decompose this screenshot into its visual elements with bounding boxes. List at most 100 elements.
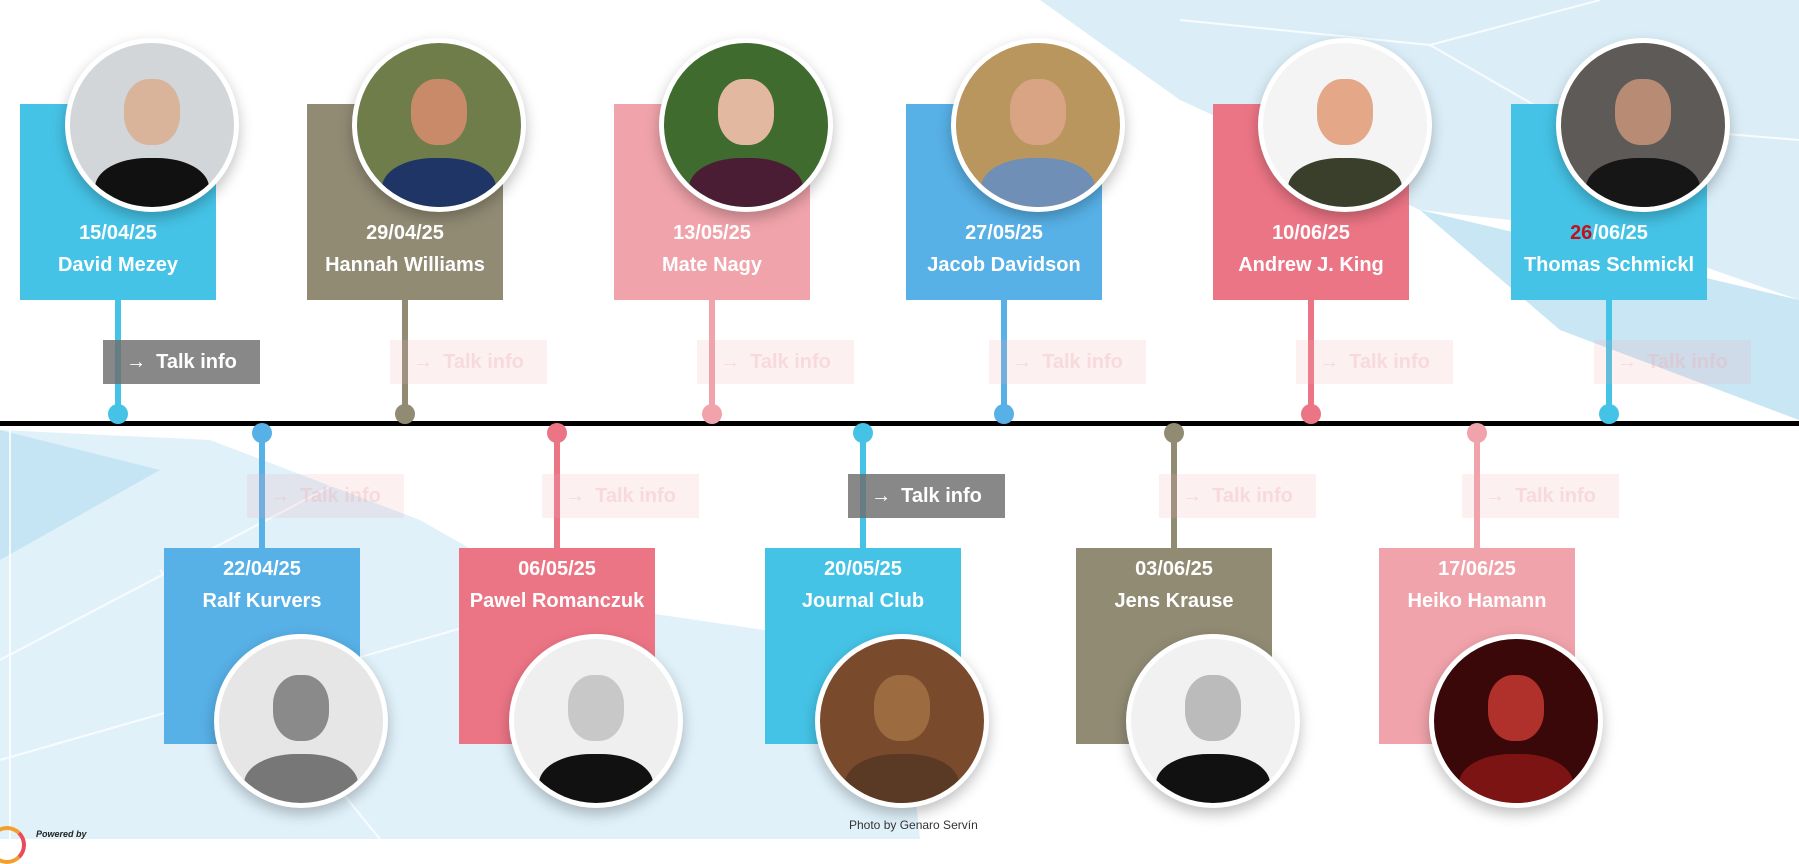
speaker-name: Ralf Kurvers [202, 590, 322, 612]
event-date: 03/06/25 [1135, 558, 1213, 580]
talk-info-label: Talk info [750, 351, 831, 373]
photo-head [1488, 675, 1544, 741]
photo-body [381, 157, 497, 207]
event-dot[interactable] [702, 404, 722, 424]
talk-info-button[interactable]: → Talk info [542, 474, 699, 518]
photo-head [124, 79, 180, 145]
event-date: 22/04/25 [223, 558, 301, 580]
speaker-name: Mate Nagy [661, 254, 763, 276]
event-date: 27/05/25 [965, 222, 1043, 244]
speaker-photo [352, 38, 526, 212]
event-dot[interactable] [547, 423, 567, 443]
talk-info-button[interactable]: → Talk info [103, 340, 260, 384]
talk-info-label: Talk info [1647, 351, 1728, 373]
arrow-right-icon: → [126, 351, 147, 373]
arrow-right-icon: → [413, 351, 434, 373]
speaker-photo [659, 38, 833, 212]
talk-info-label: Talk info [1349, 351, 1430, 373]
talk-info-label: Talk info [1515, 485, 1596, 507]
talk-info-button[interactable]: → Talk info [989, 340, 1146, 384]
event-date: 13/05/25 [673, 222, 751, 244]
arrow-right-icon: → [871, 485, 892, 507]
speaker-name: Jens Krause [1114, 590, 1234, 612]
talk-info-label: Talk info [156, 351, 237, 373]
speaker-photo [1429, 634, 1603, 808]
event-dot[interactable] [395, 404, 415, 424]
speaker-name: Andrew J. King [1238, 254, 1384, 276]
talk-info-label: Talk info [595, 485, 676, 507]
date-highlight: 26 [1570, 222, 1593, 244]
talk-info-button[interactable]: →Talk info [390, 340, 547, 384]
event-date: 15/04/25 [79, 222, 157, 244]
photo-head [568, 675, 624, 741]
speaker-photo [509, 634, 683, 808]
speaker-photo [951, 38, 1125, 212]
talk-info-button[interactable]: → Talk info [1462, 474, 1619, 518]
photo-body [980, 157, 1096, 207]
event-dot[interactable] [1301, 404, 1321, 424]
speaker-name: Hannah Williams [325, 254, 485, 276]
event-dot[interactable] [1164, 423, 1184, 443]
event-date: 06/05/25 [518, 558, 596, 580]
powered-by-label: Powered by [36, 829, 87, 839]
arrow-right-icon: → [270, 485, 291, 507]
arrow-right-icon: → [565, 485, 586, 507]
arrow-right-icon: → [720, 351, 741, 373]
speaker-name: David Mezey [57, 254, 179, 276]
event-date: 20/05/25 [824, 558, 902, 580]
event-dot[interactable] [252, 423, 272, 443]
event-stem [1474, 434, 1480, 548]
event-stem [554, 434, 560, 548]
speaker-name: Jacob Davidson [927, 254, 1081, 276]
talk-info-button[interactable]: → Talk info [247, 474, 404, 518]
event-dot[interactable] [994, 404, 1014, 424]
event-dot[interactable] [1599, 404, 1619, 424]
talk-info-button[interactable]: → Talk info [1159, 474, 1316, 518]
event-date: 29/04/25 [366, 222, 444, 244]
speaker-photo [1126, 634, 1300, 808]
photo-head [718, 79, 774, 145]
talk-info-button[interactable]: → Talk info [697, 340, 854, 384]
event-stem [1308, 300, 1314, 414]
talk-info-button[interactable]: → Talk info [1296, 340, 1453, 384]
event-stem [402, 300, 408, 414]
speaker-name: Journal Club [801, 590, 925, 612]
timeline-axis [0, 421, 1799, 426]
event-stem [1606, 300, 1612, 414]
photo-head [273, 675, 329, 741]
talk-info-button[interactable]: → Talk info [1594, 340, 1751, 384]
event-dot[interactable] [1467, 423, 1487, 443]
arrow-right-icon: → [1012, 351, 1033, 373]
event-stem [709, 300, 715, 414]
arrow-right-icon: → [1319, 351, 1340, 373]
photo-head [411, 79, 467, 145]
photo-body [1155, 753, 1271, 803]
photo-body [538, 753, 654, 803]
arrow-right-icon: → [1485, 485, 1506, 507]
photo-head [1615, 79, 1671, 145]
event-date: 17/06/25 [1438, 558, 1516, 580]
photo-credit: Photo by Genaro Servín [849, 818, 978, 832]
event-dot[interactable] [853, 423, 873, 443]
photo-body [844, 753, 960, 803]
speaker-photo [1258, 38, 1432, 212]
speaker-name: Pawel Romanczuk [469, 590, 645, 612]
talk-info-label: Talk info [1042, 351, 1123, 373]
speaker-photo [65, 38, 239, 212]
speaker-photo [1556, 38, 1730, 212]
arrow-right-icon: → [1182, 485, 1203, 507]
talk-info-label: Talk info [1212, 485, 1293, 507]
arrow-right-icon: → [1617, 351, 1638, 373]
event-date: 26/06/25 [1511, 222, 1707, 245]
event-dot[interactable] [108, 404, 128, 424]
talk-info-button[interactable]: → Talk info [848, 474, 1005, 518]
event-stem [1171, 434, 1177, 548]
photo-body [94, 157, 210, 207]
photo-body [1458, 753, 1574, 803]
photo-head [1010, 79, 1066, 145]
date-rest: /06/25 [1592, 222, 1648, 244]
talk-info-label: Talk info [300, 485, 381, 507]
photo-body [243, 753, 359, 803]
talk-info-label: Talk info [901, 485, 982, 507]
speaker-photo [815, 634, 989, 808]
